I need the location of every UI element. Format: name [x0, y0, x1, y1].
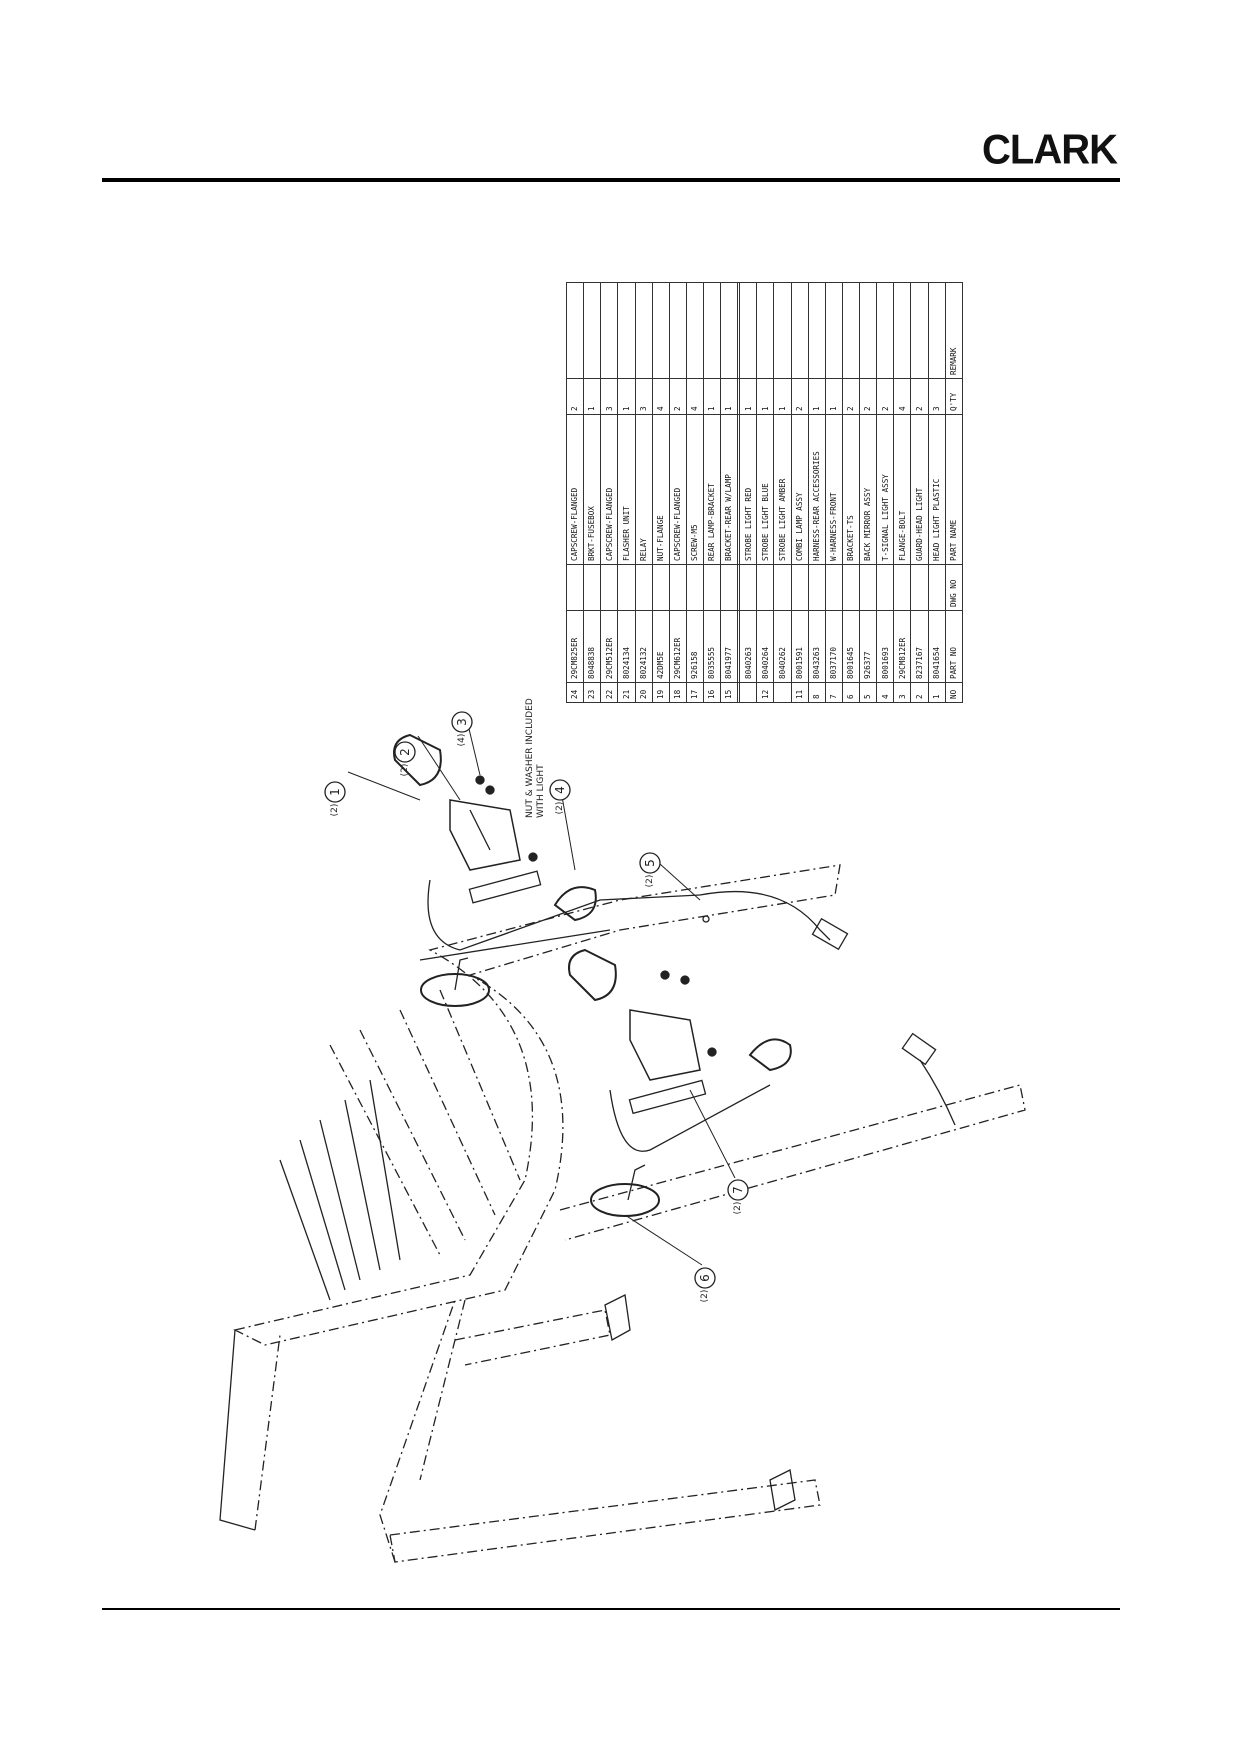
callout-circle	[694, 1267, 716, 1289]
callout-number: 5	[643, 859, 657, 867]
callout-6: 6 (2)	[694, 1267, 716, 1303]
callout-qty: (2)	[700, 1290, 710, 1303]
callout-circle	[727, 1179, 749, 1201]
callout-2: 2 (2)	[394, 741, 416, 777]
callout-qty: (2)	[330, 804, 340, 817]
callout-number: 6	[698, 1274, 712, 1282]
lower-light-assembly	[568, 948, 956, 1217]
callout-5: 5 (2)	[639, 852, 661, 888]
callout-number: 7	[731, 1186, 745, 1194]
callout-circle	[451, 711, 473, 733]
callout-number: 2	[398, 748, 412, 756]
callout-4: 4 (2)	[549, 779, 571, 815]
overhead-guard-frame	[219, 864, 1026, 1563]
callout-7: 7 (2)	[727, 1179, 749, 1215]
callout-circle	[639, 852, 661, 874]
note-line-2: WITH LIGHT	[536, 764, 546, 818]
callout-circle	[549, 779, 571, 801]
callout-qty: (2)	[555, 802, 565, 815]
callout-qty: (2)	[400, 764, 410, 777]
clark-logo: CLARK	[982, 126, 1118, 174]
callout-balloons: 1 (2) 2 (2) 3 (4) 4 (2) 5 (2) 6 (2) 7 (2)	[324, 711, 749, 1303]
callout-3: 3 (4)	[451, 711, 473, 747]
callout-number: 4	[553, 786, 567, 794]
note-line-1: NUT & WASHER INCLUDED	[525, 698, 535, 818]
upper-light-assembly	[393, 733, 849, 1007]
callout-qty: (2)	[733, 1202, 743, 1215]
callout-number: 3	[455, 718, 469, 726]
footer-rule	[102, 1608, 1120, 1610]
assembly-note: NUT & WASHER INCLUDED WITH LIGHT	[525, 698, 546, 818]
callout-circle	[394, 741, 416, 763]
callout-qty: (4)	[457, 734, 467, 747]
header-rule	[102, 178, 1120, 182]
callout-circle	[324, 781, 346, 803]
callout-qty: (2)	[645, 875, 655, 888]
callout-number: 1	[328, 788, 342, 796]
callout-1: 1 (2)	[324, 781, 346, 817]
